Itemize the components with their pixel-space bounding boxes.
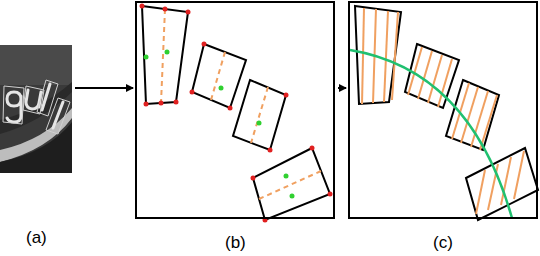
panel: (c)	[348, 1, 538, 219]
panel-label: (a)	[26, 228, 47, 248]
panel: (a)	[0, 45, 72, 173]
curve-fit	[350, 6, 538, 220]
box-construction	[140, 4, 333, 223]
photo-crop	[0, 45, 72, 173]
flow-arrow	[338, 87, 346, 89]
panel-label: (c)	[433, 233, 453, 253]
panel-label: (b)	[225, 233, 246, 253]
panel: (b)	[135, 1, 335, 219]
flow-arrow	[75, 87, 133, 89]
